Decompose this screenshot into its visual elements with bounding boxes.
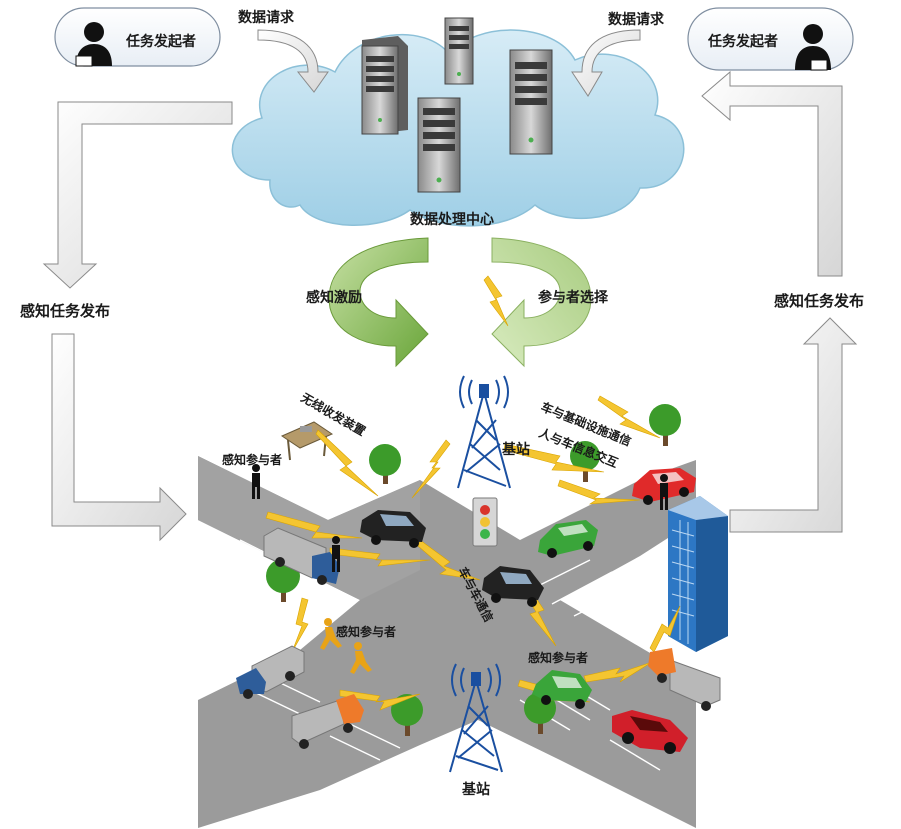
data-request-arrow-left <box>257 29 329 93</box>
data-center-label: 数据处理中心 <box>410 211 494 228</box>
truck-icon <box>648 648 721 711</box>
truck-icon <box>291 694 364 749</box>
server-icon <box>509 49 553 155</box>
initiator-bubble-right <box>687 7 854 71</box>
runner-icon <box>320 618 342 650</box>
participant-label-2: 感知参与者 <box>336 624 396 639</box>
task-release-arrow-left-bottom <box>51 333 187 542</box>
lightning-icon <box>291 597 309 653</box>
server-icon <box>361 36 408 135</box>
data-request-arrow-right <box>571 29 641 97</box>
car-icon <box>532 670 592 709</box>
pedestrian-icon <box>332 536 340 572</box>
task-release-label-right: 感知任务发布 <box>774 292 864 310</box>
lightning-icon <box>503 443 605 473</box>
traffic-light-icon <box>472 497 498 547</box>
participant-selection-label: 参与者选择 <box>538 289 609 306</box>
incentive-label: 感知激励 <box>306 289 362 306</box>
data-request-label-left: 数据请求 <box>238 9 295 26</box>
lightning-icon <box>597 395 661 439</box>
task-release-arrow-right-bottom <box>729 317 858 533</box>
selection-arrow <box>491 237 592 368</box>
lightning-icon <box>411 439 451 499</box>
road-intersection <box>198 456 696 828</box>
tree-icon <box>570 441 600 482</box>
base-station-tower-icon <box>457 375 511 489</box>
building-icon <box>668 496 728 652</box>
lightning-icon <box>649 605 681 653</box>
base-station-label-bottom: 基站 <box>462 781 490 798</box>
task-release-arrow-left-top <box>42 101 233 289</box>
car-icon <box>612 710 688 754</box>
task-release-arrow-right-top <box>701 70 843 277</box>
truck-icon <box>236 645 305 699</box>
lightning-icon <box>417 539 481 581</box>
runner-icon <box>350 642 372 674</box>
server-icon <box>417 97 461 193</box>
wireless-device-icon <box>280 421 334 461</box>
pedestrian-icon <box>660 474 668 510</box>
initiator-bubble-left <box>54 7 221 67</box>
base-station-tower-icon <box>449 663 503 773</box>
initiator-label-right: 任务发起者 <box>707 33 778 50</box>
lightning-icon <box>583 661 653 683</box>
person-icon <box>795 24 831 71</box>
participant-label-1: 感知参与者 <box>222 452 282 467</box>
task-release-label-left: 感知任务发布 <box>20 302 110 320</box>
server-icon <box>444 17 474 85</box>
tree-icon <box>649 404 681 446</box>
base-station-label-top: 基站 <box>502 441 530 458</box>
car-icon <box>538 520 598 558</box>
initiator-label-left: 任务发起者 <box>125 33 196 50</box>
car-icon <box>360 510 426 548</box>
lightning-icon <box>557 479 641 505</box>
person-icon <box>75 22 112 67</box>
tree-icon <box>369 444 401 484</box>
car-icon <box>482 566 544 607</box>
incentive-arrow <box>328 237 429 368</box>
participant-label-3: 感知参与者 <box>528 650 588 665</box>
lightning-icon <box>483 275 509 327</box>
data-request-label-right: 数据请求 <box>608 11 665 28</box>
pedestrian-icon <box>252 464 260 499</box>
lightning-icon <box>315 429 379 497</box>
